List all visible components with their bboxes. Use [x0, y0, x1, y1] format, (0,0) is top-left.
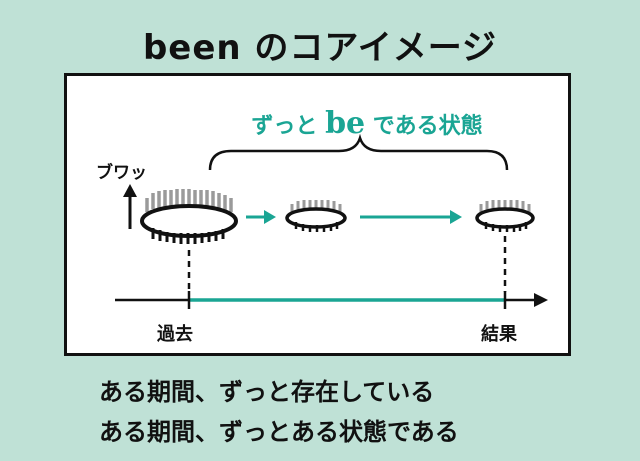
up-arrow-icon — [123, 184, 137, 229]
timeline — [115, 291, 548, 309]
large-ring-icon — [140, 189, 238, 244]
brace-shape — [208, 133, 509, 171]
caption-line-2: ある期間、ずっとある状態である — [99, 418, 459, 446]
small-ring-icon — [475, 200, 535, 232]
arrow-2-icon — [360, 210, 462, 224]
state-label-after: である状態 — [365, 114, 483, 139]
timeline-end-label: 結果 — [481, 324, 517, 345]
state-label-be: be — [325, 106, 366, 141]
state-label-before: ずっと — [251, 114, 326, 139]
arrow-1-icon — [246, 210, 276, 224]
page-title: been のコアイメージ — [142, 28, 498, 68]
burst-label: ブワッ — [96, 163, 147, 183]
state-label: ずっと be である状態 — [217, 106, 517, 141]
caption-line-1: ある期間、ずっと存在している — [99, 378, 435, 406]
timeline-start-label: 過去 — [157, 324, 193, 345]
medium-ring-icon — [285, 200, 347, 232]
